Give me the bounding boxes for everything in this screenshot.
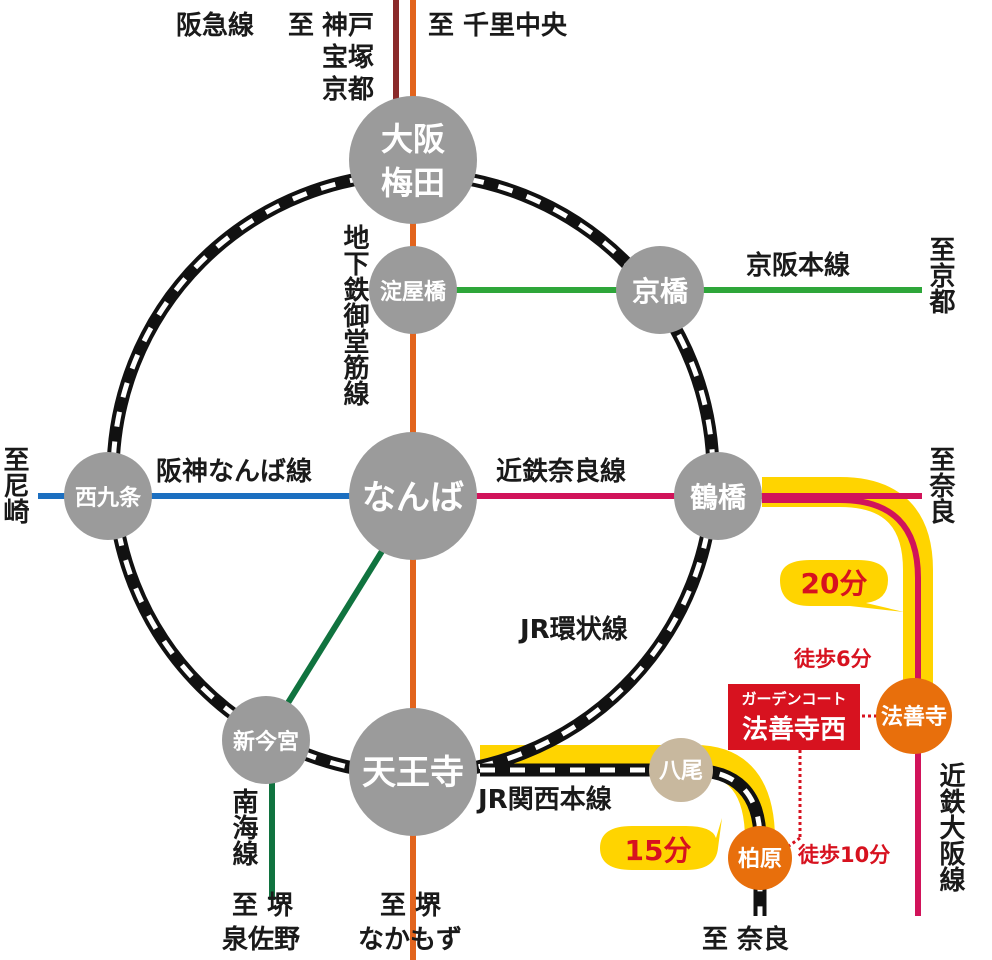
station-hozenji: 法善寺 <box>876 678 952 754</box>
dest-amagasaki: 至尼崎 <box>0 446 29 525</box>
dest-kobe-prefix: 至 <box>288 11 314 41</box>
svg-text:西九条: 西九条 <box>75 485 142 511</box>
svg-text:法善寺: 法善寺 <box>881 704 947 730</box>
stations: 大阪 梅田 淀屋橋 京橋 西九条 なんば 鶴橋 新今宮 天王寺 <box>64 96 952 890</box>
svg-text:天王寺: 天王寺 <box>362 753 464 793</box>
station-tsuruhashi: 鶴橋 <box>674 452 762 540</box>
svg-text:淀屋橋: 淀屋橋 <box>380 279 447 305</box>
walk-lower-label: 徒歩10分 <box>797 843 890 867</box>
svg-text:15分: 15分 <box>625 834 692 867</box>
svg-text:20分: 20分 <box>801 567 868 600</box>
hanshin-label: 阪神なんば線 <box>156 456 312 487</box>
station-kashiwara: 柏原 <box>728 826 792 890</box>
station-nishikujo: 西九条 <box>64 452 152 540</box>
station-tennoji: 天王寺 <box>349 708 477 836</box>
dest-senri: 至 千里中央 <box>428 11 568 41</box>
kintetsu-osaka-line <box>762 497 921 916</box>
time-callout-lower: 15分 <box>600 818 722 870</box>
svg-text:新今宮: 新今宮 <box>233 729 299 755</box>
station-yao: 八尾 <box>649 738 713 802</box>
dest-izumisano: 泉佐野 <box>222 924 300 955</box>
dest-kyoto-top: 京都 <box>322 74 374 105</box>
station-umeda: 大阪 梅田 <box>349 96 477 224</box>
svg-text:鶴橋: 鶴橋 <box>690 481 747 514</box>
station-kyobashi: 京橋 <box>616 246 704 334</box>
dest-nara-right: 至奈良 <box>925 446 956 525</box>
dest-nara-bottom: 至 奈良 <box>702 924 789 955</box>
line-labels: 阪急線 京阪本線 阪神なんば線 近鉄奈良線 JR環状線 JR関西本線 地下鉄御堂… <box>156 10 965 893</box>
station-shinimamiya: 新今宮 <box>222 696 310 784</box>
jr-kansai-label: JR関西本線 <box>476 784 612 815</box>
nankai-label: 南海線 <box>228 788 258 867</box>
dest-kyoto-right: 至京都 <box>925 236 956 314</box>
svg-text:柏原: 柏原 <box>738 846 782 872</box>
kintetsu-nara-label: 近鉄奈良線 <box>496 456 626 487</box>
dest-kobe: 神戸 <box>322 11 374 41</box>
station-yodoyabashi: 淀屋橋 <box>369 246 457 334</box>
dest-takarazuka: 宝塚 <box>322 42 374 73</box>
svg-text:八尾: 八尾 <box>659 759 703 784</box>
walk-upper-label: 徒歩6分 <box>793 647 872 671</box>
hankyu-label: 阪急線 <box>176 10 254 41</box>
keihan-label: 京阪本線 <box>746 250 850 281</box>
dest-sakai-left: 至 堺 <box>232 891 294 921</box>
station-namba: なんば <box>349 432 477 560</box>
dest-sakai-mid: 至 堺 <box>380 891 442 921</box>
dest-nakamozu: なかもず <box>358 925 462 955</box>
time-callout-upper: 20分 <box>780 560 904 612</box>
kintetsu-osaka-label: 近鉄大阪線 <box>935 762 965 893</box>
garden-court-box: ガーデンコート 法善寺西 <box>728 684 860 750</box>
svg-text:京橋: 京橋 <box>632 275 689 308</box>
svg-text:大阪: 大阪 <box>381 120 445 158</box>
svg-text:ガーデンコート: ガーデンコート <box>741 690 846 708</box>
jr-loop-label: JR環状線 <box>518 614 628 645</box>
destinations: 至 神戸 宝塚 京都 至 千里中央 至京都 至尼崎 至奈良 至 堺 泉佐野 至 … <box>0 11 956 955</box>
svg-text:なんば: なんば <box>362 478 464 518</box>
svg-text:法善寺西: 法善寺西 <box>742 714 846 745</box>
midosuji-label: 地下鉄御堂筋線 <box>339 224 370 407</box>
svg-text:梅田: 梅田 <box>381 164 445 202</box>
